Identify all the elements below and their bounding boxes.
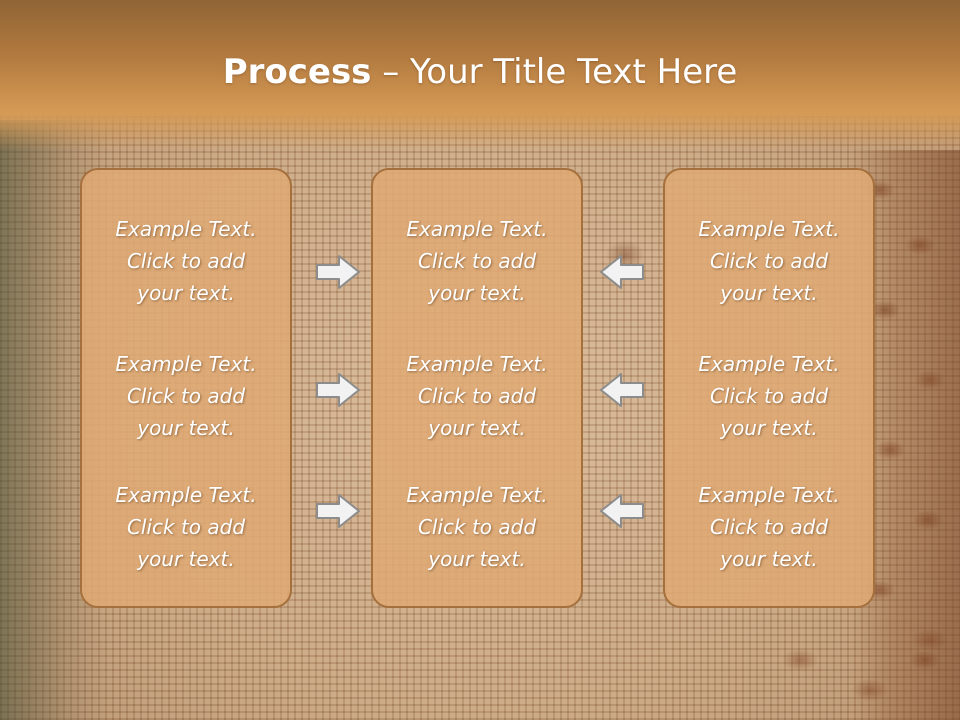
text-line: your text. [720,281,818,305]
text-line: your text. [137,547,235,571]
text-line: Example Text. [406,483,548,507]
text-line: your text. [720,416,818,440]
text-line: Click to add [709,249,829,273]
text-line: Click to add [709,384,829,408]
text-line: Click to add [417,515,537,539]
text-panel-center[interactable]: Example Text. Click to add your text. Ex… [371,168,583,608]
text-line: Example Text. [406,217,548,241]
text-line: your text. [428,547,526,571]
arrow-left-icon[interactable] [598,252,646,292]
text-line: your text. [137,281,235,305]
text-placeholder[interactable]: Example Text. Click to add your text. [665,348,873,444]
text-line: your text. [720,547,818,571]
text-line: Click to add [709,515,829,539]
title-bold-text: Process [222,52,372,92]
title-rest-text: – Your Title Text Here [371,52,738,92]
arrow-left-icon[interactable] [598,370,646,410]
text-placeholder[interactable]: Example Text. Click to add your text. [665,479,873,575]
text-placeholder[interactable]: Example Text. Click to add your text. [373,213,581,309]
coffee-beans-bottom-background [640,600,960,720]
text-line: Example Text. [406,352,548,376]
text-line: Example Text. [698,217,840,241]
text-panel-left[interactable]: Example Text. Click to add your text. Ex… [80,168,292,608]
text-placeholder[interactable]: Example Text. Click to add your text. [373,348,581,444]
text-line: Click to add [126,249,246,273]
text-placeholder[interactable]: Example Text. Click to add your text. [665,213,873,309]
text-placeholder[interactable]: Example Text. Click to add your text. [82,348,290,444]
arrow-right-icon[interactable] [314,252,362,292]
text-placeholder[interactable]: Example Text. Click to add your text. [82,213,290,309]
text-placeholder[interactable]: Example Text. Click to add your text. [373,479,581,575]
title-bar: Process – Your Title Text Here [0,0,960,150]
text-line: Example Text. [115,352,257,376]
text-line: your text. [428,281,526,305]
arrow-right-icon[interactable] [314,370,362,410]
text-placeholder[interactable]: Example Text. Click to add your text. [82,479,290,575]
text-line: your text. [428,416,526,440]
text-line: Example Text. [115,483,257,507]
text-line: Example Text. [698,483,840,507]
text-line: your text. [137,416,235,440]
slide-title[interactable]: Process – Your Title Text Here [0,52,960,92]
text-line: Click to add [417,384,537,408]
text-line: Click to add [417,249,537,273]
text-line: Example Text. [115,217,257,241]
text-line: Example Text. [698,352,840,376]
arrow-left-icon[interactable] [598,491,646,531]
text-line: Click to add [126,515,246,539]
text-line: Click to add [126,384,246,408]
text-panel-right[interactable]: Example Text. Click to add your text. Ex… [663,168,875,608]
arrow-right-icon[interactable] [314,491,362,531]
